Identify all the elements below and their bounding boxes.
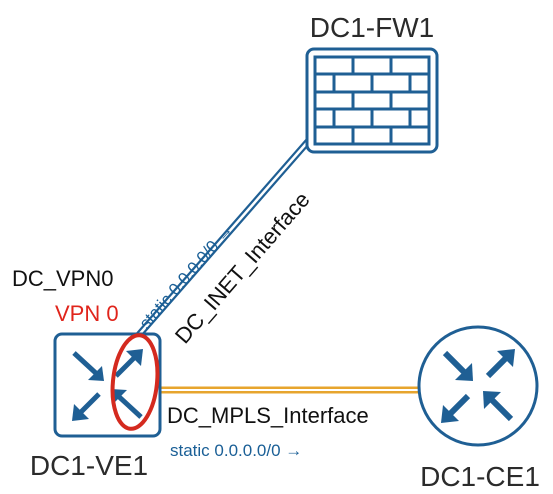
vpn0-interface-highlight: [110, 333, 160, 431]
vpn-name-label: DC_VPN0: [12, 266, 113, 291]
ce-node[interactable]: DC1-CE1: [417, 325, 540, 492]
inet-link: [126, 126, 322, 349]
ve-node[interactable]: DC1-VE1: [30, 332, 162, 481]
mpls-route-label: static 0.0.0.0/0 →: [170, 441, 302, 460]
firewall-node[interactable]: DC1-FW1: [305, 12, 439, 154]
vpn-id-label: VPN 0: [55, 301, 119, 326]
firewall-icon: [305, 47, 439, 154]
router-icon: [417, 325, 539, 447]
mpls-interface-label: DC_MPLS_Interface: [167, 403, 369, 428]
firewall-label: DC1-FW1: [310, 12, 434, 43]
ve-label: DC1-VE1: [30, 450, 148, 481]
ce-label: DC1-CE1: [420, 461, 540, 492]
